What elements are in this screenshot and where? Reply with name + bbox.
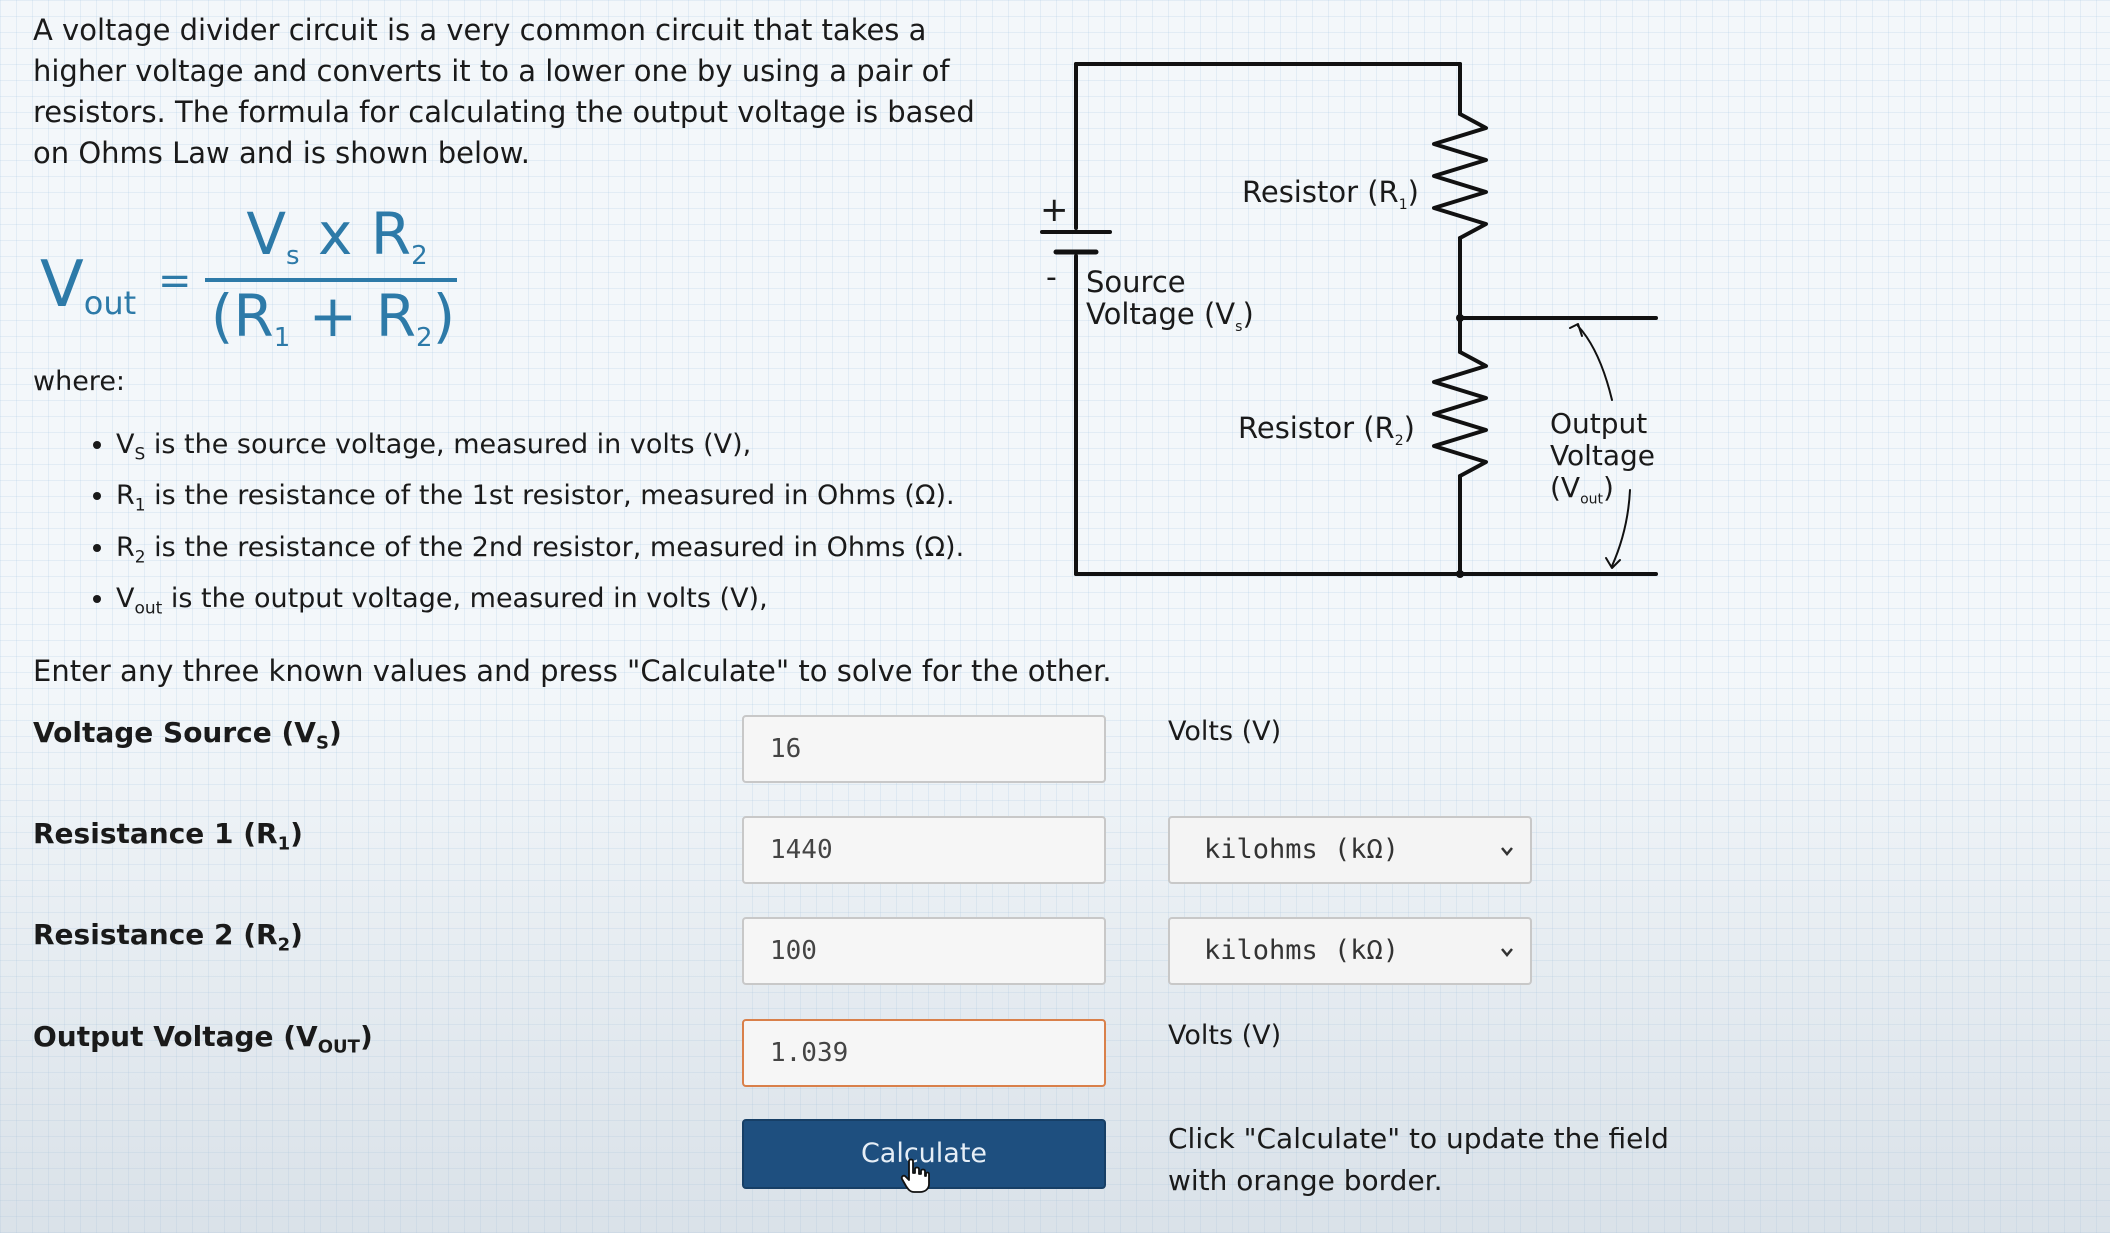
voltage-source-label: Voltage Source (VS) (33, 716, 342, 754)
resistance-1-input[interactable]: 1440 (742, 816, 1106, 884)
circuit-svg (1040, 62, 1658, 578)
definition-item: R1 is the resistance of the 1st resistor… (116, 475, 1016, 526)
formula-numerator: Vs x R2 (246, 200, 428, 271)
formula-denominator: (R1 + R2) (210, 282, 456, 353)
output-voltage-unit: Volts (V) (1168, 1020, 1282, 1051)
resistance-1-unit-value: kilohms (kΩ) (1204, 834, 1400, 865)
formula-fraction-bar (205, 278, 457, 282)
resistor-r2 (1432, 350, 1488, 478)
output-voltage-input[interactable]: 1.039 (742, 1019, 1106, 1087)
calculate-hint: Click "Calculate" to update the field wi… (1168, 1122, 1669, 1197)
output-voltage-label: Output Voltage (VOUT) (33, 1020, 373, 1058)
r2-label: Resistor (R2) (1238, 411, 1415, 449)
resistance-1-unit-select[interactable]: kilohms (kΩ) (1168, 816, 1532, 884)
battery-minus-label: - (1046, 260, 1057, 295)
voltage-source-input[interactable]: 16 (742, 715, 1106, 783)
chevron-down-icon (1501, 847, 1513, 856)
resistance-2-label: Resistance 2 (R2) (33, 918, 303, 956)
output-arrowhead-up (1569, 323, 1583, 337)
definitions-list: VS is the source voltage, measured in vo… (82, 424, 1016, 630)
definition-item: Vout is the output voltage, measured in … (116, 578, 1016, 629)
instruction-text: Enter any three known values and press "… (33, 654, 1112, 688)
resistance-2-unit-select[interactable]: kilohms (kΩ) (1168, 917, 1532, 985)
intro-paragraph: A voltage divider circuit is a very comm… (33, 13, 975, 170)
definition-item: R2 is the resistance of the 2nd resistor… (116, 527, 1016, 578)
node-dot-bottom (1456, 570, 1464, 578)
r1-label: Resistor (R1) (1242, 175, 1419, 213)
resistance-2-input[interactable]: 100 (742, 917, 1106, 985)
resistance-1-label: Resistance 1 (R1) (33, 817, 303, 855)
voltage-divider-formula: Vout = Vs x R2 (R1 + R2) (40, 200, 470, 360)
output-arrow-down (1611, 489, 1631, 567)
formula-equals: = (158, 258, 192, 304)
output-arrowhead-down (1605, 557, 1621, 569)
output-arrow-up (1577, 325, 1613, 401)
definition-item: VS is the source voltage, measured in vo… (116, 424, 1016, 475)
resistor-r1 (1432, 112, 1488, 240)
chevron-down-icon (1501, 948, 1513, 957)
battery-plus-label: + (1040, 190, 1069, 230)
hand-cursor-icon (900, 1158, 930, 1193)
where-label: where: (33, 366, 126, 397)
node-dot (1456, 314, 1464, 322)
formula-vout: Vout (40, 248, 137, 322)
voltage-source-unit: Volts (V) (1168, 716, 1282, 747)
resistance-2-unit-value: kilohms (kΩ) (1204, 935, 1400, 966)
